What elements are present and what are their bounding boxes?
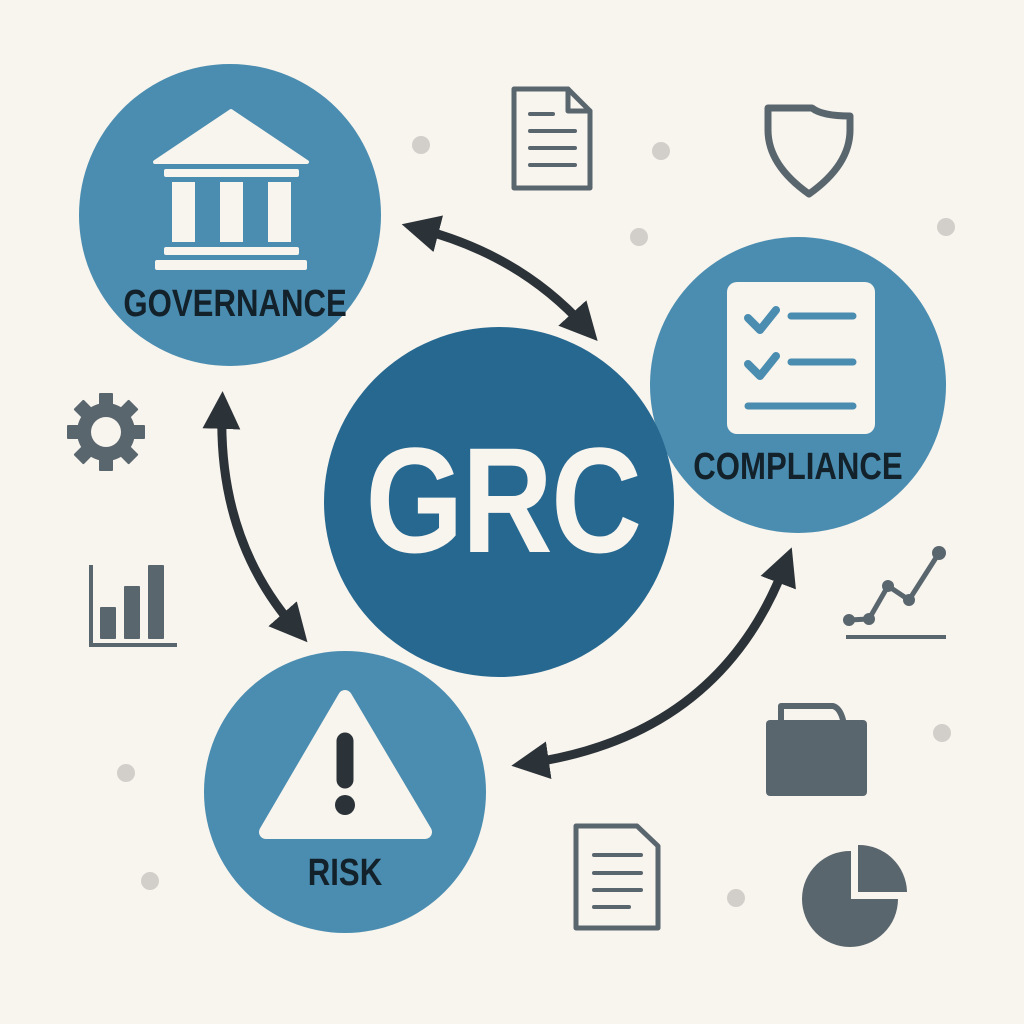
- gear-icon: [67, 393, 145, 471]
- connection-arrows: [202, 215, 796, 779]
- dot: [630, 228, 648, 246]
- arrow-compliance-risk: [511, 547, 796, 779]
- grc-center-label: GRC: [365, 416, 642, 584]
- warning-triangle-icon: [259, 690, 432, 839]
- document-icon: [573, 823, 661, 931]
- pie-chart-icon: [802, 844, 907, 947]
- document-icon: [511, 86, 593, 191]
- governance-node[interactable]: [79, 64, 381, 366]
- compliance-node[interactable]: [650, 237, 946, 533]
- dot: [652, 142, 670, 160]
- checklist-icon: [727, 282, 875, 434]
- decorative-dots: [117, 136, 955, 907]
- risk-label: RISK: [307, 852, 383, 894]
- bar-chart-icon: [89, 565, 177, 647]
- dot: [727, 889, 745, 907]
- dot: [117, 764, 135, 782]
- dot: [933, 724, 951, 742]
- dot: [141, 872, 159, 890]
- governance-label: GOVERNANCE: [123, 283, 347, 325]
- dot: [937, 218, 955, 236]
- line-chart-icon: [843, 546, 946, 639]
- dot: [412, 136, 430, 154]
- compliance-label: COMPLIANCE: [693, 446, 903, 488]
- folder-icon: [766, 703, 867, 796]
- bank-building-icon: [153, 109, 309, 270]
- risk-node[interactable]: [204, 651, 486, 933]
- arrow-governance-risk: [202, 391, 308, 643]
- shield-icon: [764, 104, 854, 198]
- arrow-governance-grc: [401, 215, 598, 342]
